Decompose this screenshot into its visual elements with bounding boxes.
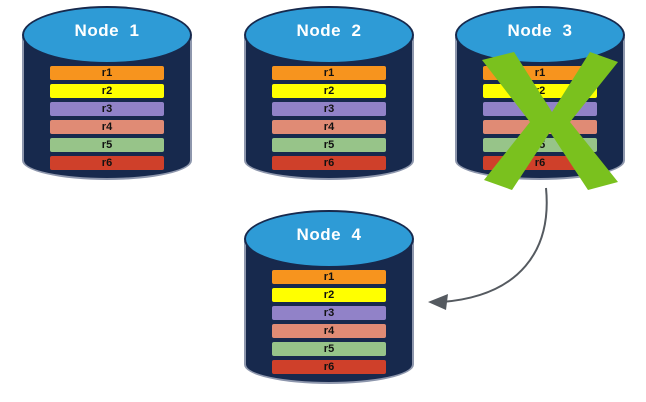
- record-row[interactable]: r3: [483, 102, 597, 116]
- record-row[interactable]: r5: [50, 138, 164, 152]
- node-3-records: r1 r2 r3 r4 r5 r6: [483, 66, 597, 170]
- node-2[interactable]: Node 2 r1 r2 r3 r4 r5 r6: [244, 4, 414, 194]
- record-row[interactable]: r3: [272, 102, 386, 116]
- node-3[interactable]: Node 3 r1 r2 r3 r4 r5 r6: [455, 4, 625, 194]
- record-row[interactable]: r1: [272, 66, 386, 80]
- node-4[interactable]: Node 4 r1 r2 r3 r4 r5 r6: [244, 208, 414, 398]
- record-row[interactable]: r5: [272, 342, 386, 356]
- node-1-label: Node 1: [74, 21, 140, 40]
- node-2-cylinder-top: [244, 6, 414, 64]
- node-2-records: r1 r2 r3 r4 r5 r6: [272, 66, 386, 170]
- record-row[interactable]: r2: [50, 84, 164, 98]
- record-row[interactable]: r4: [483, 120, 597, 134]
- record-row[interactable]: r1: [50, 66, 164, 80]
- record-row[interactable]: r4: [272, 120, 386, 134]
- record-row[interactable]: r1: [272, 270, 386, 284]
- node-1-cylinder-top: [22, 6, 192, 64]
- node-4-cylinder-top: [244, 210, 414, 268]
- node-4-records: r1 r2 r3 r4 r5 r6: [272, 270, 386, 374]
- node-1-records: r1 r2 r3 r4 r5 r6: [50, 66, 164, 170]
- record-row[interactable]: r5: [272, 138, 386, 152]
- arrow-line: [441, 187, 548, 303]
- record-row[interactable]: r1: [483, 66, 597, 80]
- record-row[interactable]: r4: [50, 120, 164, 134]
- record-row[interactable]: r6: [272, 360, 386, 374]
- record-row[interactable]: r2: [272, 288, 386, 302]
- record-row[interactable]: r3: [50, 102, 164, 116]
- record-row[interactable]: r2: [272, 84, 386, 98]
- record-row[interactable]: r4: [272, 324, 386, 338]
- record-row[interactable]: r2: [483, 84, 597, 98]
- record-row[interactable]: r6: [50, 156, 164, 170]
- record-row[interactable]: r6: [272, 156, 386, 170]
- node-4-label: Node 4: [296, 225, 362, 244]
- node-3-label: Node 3: [507, 21, 573, 40]
- arrow-head: [428, 294, 448, 310]
- record-row[interactable]: r6: [483, 156, 597, 170]
- record-row[interactable]: r5: [483, 138, 597, 152]
- record-row[interactable]: r3: [272, 306, 386, 320]
- node-2-label: Node 2: [296, 21, 362, 40]
- node-1[interactable]: Node 1 r1 r2 r3 r4 r5 r6: [22, 4, 192, 194]
